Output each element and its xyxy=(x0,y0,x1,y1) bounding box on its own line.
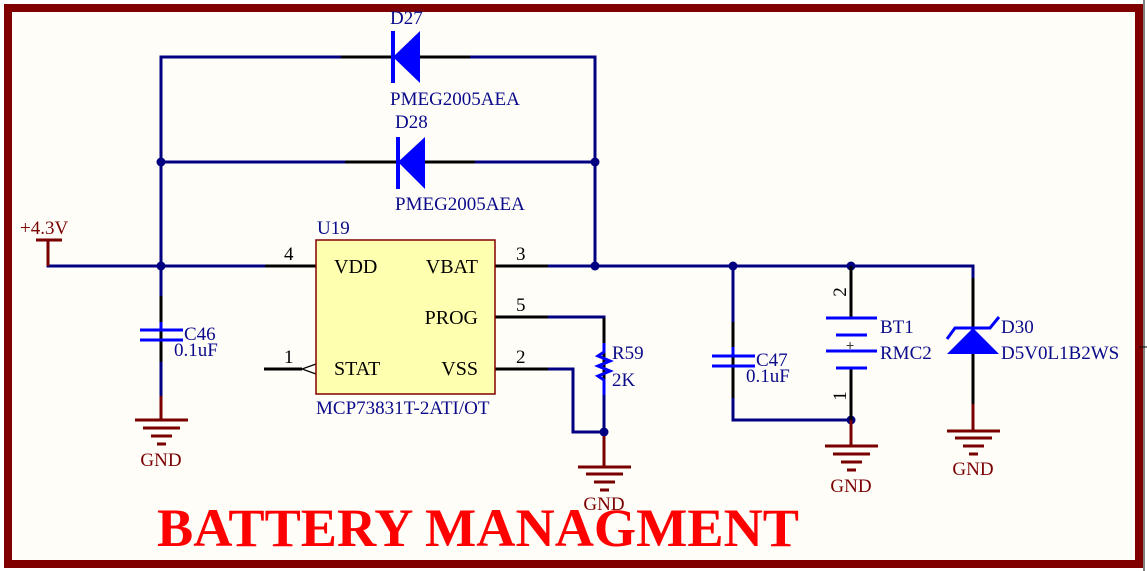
d27-anode-triangle xyxy=(393,31,420,83)
sheet-border xyxy=(4,4,1143,568)
u19-pin-name: VSS xyxy=(441,358,478,380)
junction-dot xyxy=(156,261,166,271)
r59-value: 2K xyxy=(612,370,636,391)
d27-value: PMEG2005AEA xyxy=(390,89,520,110)
wire-c47-bottom xyxy=(731,396,853,422)
junction-dot xyxy=(590,261,600,271)
diode-d27[interactable]: D27 PMEG2005AEA xyxy=(341,8,520,110)
c46-designator: C46 xyxy=(184,324,216,345)
u19-pin-name: STAT xyxy=(334,358,380,380)
d27-designator: D27 xyxy=(390,8,423,29)
c47-value: 0.1uF xyxy=(746,366,790,387)
r59-zigzag xyxy=(594,343,614,395)
junction-dot xyxy=(156,157,166,167)
diode-d28[interactable]: D28 PMEG2005AEA xyxy=(345,112,525,215)
d30-value: D5V0L1B2WS xyxy=(1001,343,1119,364)
wire-d27-left xyxy=(159,55,343,162)
wire-vss xyxy=(546,367,606,434)
u19-pin-number: 2 xyxy=(516,347,526,368)
wire-d27-right xyxy=(468,55,597,267)
junction-dot xyxy=(728,261,738,271)
junction-dot xyxy=(599,427,609,437)
resistor-r59[interactable]: R59 2K xyxy=(594,318,644,395)
bt1-polarity-mark: + xyxy=(846,337,854,353)
power-port-vin[interactable]: +4.3V xyxy=(20,218,68,266)
battery-bt1[interactable]: + 2 1 BT1 RMC2 xyxy=(826,266,932,420)
bt1-value: RMC2 xyxy=(880,343,932,364)
gnd-port-r59[interactable]: GND xyxy=(578,436,631,515)
gnd-label: GND xyxy=(583,494,624,515)
junctions xyxy=(156,157,856,437)
u19-pin-number: 3 xyxy=(516,244,526,265)
u19-pin-name: VDD xyxy=(334,256,377,278)
r59-designator: R59 xyxy=(612,343,644,364)
ic-u19[interactable]: U19 MCP73831T-2ATI/OT 4 3 5 1 2 VDD VBAT… xyxy=(264,218,548,419)
sheet-title: BATTERY MANAGMENT xyxy=(157,498,799,558)
d30-designator: D30 xyxy=(1001,317,1034,338)
u19-value: MCP73831T-2ATI/OT xyxy=(316,398,490,419)
u19-body xyxy=(315,239,496,395)
capacitor-c46[interactable]: C46 0.1uF xyxy=(140,296,218,362)
u19-pin-number: 1 xyxy=(284,347,294,368)
u19-pin-number: 4 xyxy=(284,244,294,265)
gnd-label: GND xyxy=(952,459,993,480)
bt1-pin-number-top: 2 xyxy=(830,287,851,297)
u19-stat-output-arrow xyxy=(300,363,317,375)
gnd-port-d30[interactable]: GND xyxy=(947,404,1000,480)
u19-pin-number: 5 xyxy=(516,295,526,316)
u19-designator: U19 xyxy=(317,218,350,239)
d30-triangle xyxy=(947,328,999,354)
d28-anode-triangle xyxy=(398,137,425,189)
bt1-pin-number-bottom: 1 xyxy=(830,391,851,401)
tvs-diode-d30[interactable]: D30 D5V0L1B2WS xyxy=(945,278,1119,404)
bt1-designator: BT1 xyxy=(880,317,914,338)
capacitor-c47[interactable]: C47 0.1uF xyxy=(712,322,790,398)
wire-vbat-rail xyxy=(546,264,975,280)
power-port-label: +4.3V xyxy=(20,218,68,239)
gnd-port-c46[interactable]: GND xyxy=(135,396,188,471)
gnd-label: GND xyxy=(140,450,181,471)
c46-value: 0.1uF xyxy=(174,340,218,361)
wires xyxy=(46,55,975,434)
gnd-label: GND xyxy=(830,476,871,497)
d28-value: PMEG2005AEA xyxy=(395,194,525,215)
gnd-port-bt1[interactable]: GND xyxy=(825,420,878,497)
junction-dot xyxy=(590,157,600,167)
c47-designator: C47 xyxy=(756,350,788,371)
d28-designator: D28 xyxy=(395,112,428,133)
u19-pin-name: PROG xyxy=(425,307,478,329)
d30-zener-bar xyxy=(945,316,1001,340)
u19-pin-name: VBAT xyxy=(426,256,478,278)
